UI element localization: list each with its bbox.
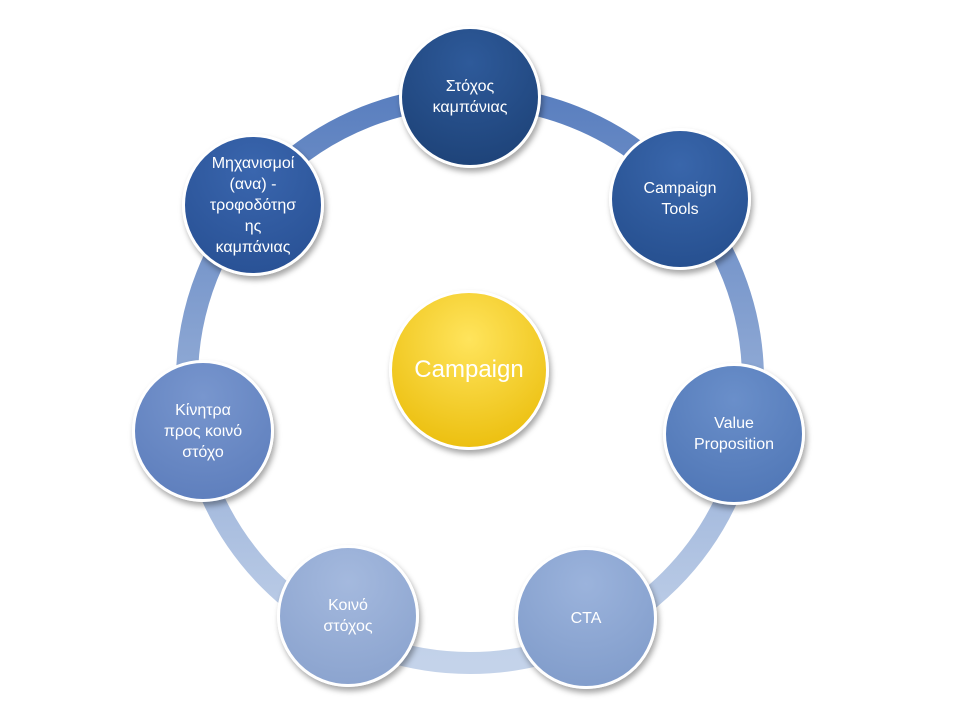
node-label: Κίνητρα προς κοινό στόχο <box>163 401 243 461</box>
center-node-campaign: Campaign <box>389 290 549 450</box>
node-label: Στόχος καμπάνιας <box>432 78 508 116</box>
node-cta: CTA <box>515 547 657 689</box>
node-campaign-goal: Στόχος καμπάνιας <box>399 26 541 168</box>
node-campaign-tools: Campaign Tools <box>609 128 751 270</box>
node-value-proposition: Value Proposition <box>663 363 805 505</box>
node-audience-incentives: Κίνητρα προς κοινό στόχο <box>132 360 274 502</box>
node-target-audience: Κοινό στόχος <box>277 545 419 687</box>
center-node-label: Campaign <box>414 356 524 383</box>
node-label: Campaign Tools <box>643 180 717 218</box>
node-label: Value Proposition <box>693 415 775 453</box>
node-campaign-feedback: Μηχανισμοί (ανα) - τροφοδότησ ης καμπάνι… <box>182 134 324 276</box>
node-label: CTA <box>570 609 602 627</box>
node-label: Μηχανισμοί (ανα) - τροφοδότησ ης καμπάνι… <box>209 154 297 256</box>
node-label: Κοινό στόχος <box>323 597 373 635</box>
